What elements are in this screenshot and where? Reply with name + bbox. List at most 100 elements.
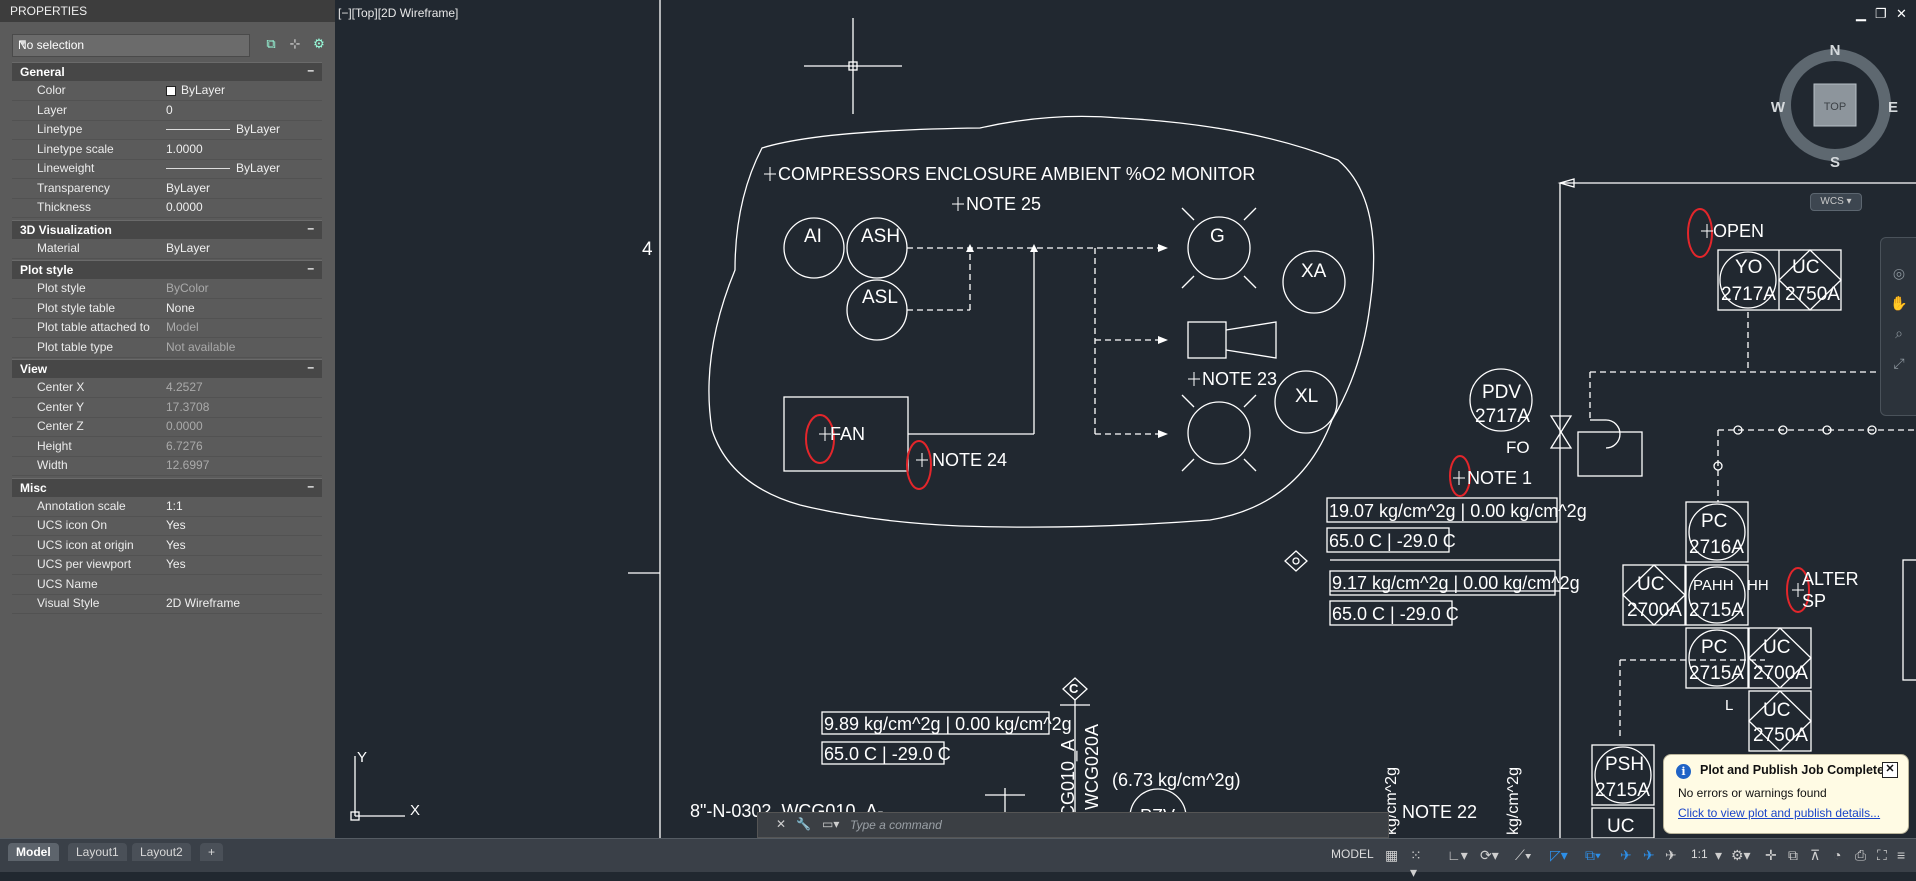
workspace-icon[interactable]: ⚙▾ bbox=[1731, 847, 1751, 863]
section-header-general[interactable]: General– bbox=[12, 62, 322, 81]
polar-icon[interactable]: ⟳▾ bbox=[1480, 847, 1499, 863]
navigation-bar[interactable]: ◎✋⌕⤢ bbox=[1880, 237, 1916, 416]
annotation-scale-value[interactable]: 1:1 bbox=[1691, 847, 1708, 861]
plot-status-icon[interactable]: ⎙ bbox=[1855, 847, 1867, 863]
grid-icon[interactable]: ▦ bbox=[1385, 847, 1399, 863]
section-header-view[interactable]: View– bbox=[12, 359, 322, 378]
property-value[interactable]: 17.3708 bbox=[166, 400, 209, 414]
plus-icon[interactable]: ✛ bbox=[1765, 847, 1777, 863]
minimize-viewport-icon[interactable]: ▁ bbox=[1856, 6, 1866, 21]
section-header-3d-visualization[interactable]: 3D Visualization– bbox=[12, 219, 322, 239]
model-space-toggle[interactable]: MODEL bbox=[1331, 847, 1374, 861]
wcs-menu[interactable]: WCS ▾ bbox=[1810, 193, 1862, 211]
property-value[interactable]: None bbox=[166, 301, 195, 315]
selection-dropdown[interactable]: No selection ▼ bbox=[12, 34, 250, 57]
customize-command-icon[interactable]: 🔧 bbox=[796, 817, 811, 831]
restore-viewport-icon[interactable]: ❐ bbox=[1875, 6, 1887, 21]
transparency-icon[interactable]: ⧉▾ bbox=[1585, 847, 1601, 863]
select-objects-icon[interactable]: ⊹ bbox=[289, 36, 301, 51]
collapse-icon[interactable]: – bbox=[307, 220, 314, 235]
property-value[interactable]: ByLayer bbox=[166, 181, 210, 195]
property-value[interactable]: 6.7276 bbox=[166, 439, 203, 453]
annotation-scale-icon[interactable]: ✈ bbox=[1665, 847, 1677, 863]
property-value[interactable]: ByColor bbox=[166, 281, 209, 295]
collapse-icon[interactable]: – bbox=[307, 478, 314, 493]
section-header-plot-style[interactable]: Plot style– bbox=[12, 260, 322, 279]
nav-tools-icon[interactable]: ◎✋⌕⤢ bbox=[1890, 265, 1908, 371]
property-value[interactable]: 1:1 bbox=[166, 499, 183, 513]
close-command-icon[interactable]: ✕ bbox=[776, 817, 787, 831]
viewcube-face[interactable] bbox=[1813, 83, 1857, 127]
lineweight-icon[interactable]: ◸▾ bbox=[1550, 847, 1568, 863]
section-header-misc[interactable]: Misc– bbox=[12, 477, 322, 497]
collapse-icon[interactable]: – bbox=[307, 63, 314, 77]
clean-screen-icon[interactable]: ⛶ bbox=[1877, 847, 1887, 863]
osnap-icon[interactable]: ⟋▾ bbox=[1515, 847, 1532, 863]
property-value[interactable]: 12.6997 bbox=[166, 458, 209, 472]
property-value[interactable]: ByLayer bbox=[166, 83, 225, 97]
property-value[interactable]: ByLayer bbox=[166, 241, 210, 255]
compass-s[interactable]: S bbox=[1830, 154, 1840, 170]
compass-w[interactable]: W bbox=[1771, 99, 1786, 116]
collapse-icon[interactable]: – bbox=[307, 261, 314, 275]
property-value[interactable]: ByLayer bbox=[166, 161, 280, 175]
property-value[interactable]: 0.0000 bbox=[166, 200, 203, 214]
tab-layout2[interactable]: Layout2 bbox=[132, 843, 191, 861]
add-layout-button[interactable]: + bbox=[200, 843, 224, 861]
ortho-icon[interactable]: ∟▾ bbox=[1447, 847, 1468, 863]
close-viewport-icon[interactable]: ✕ bbox=[1896, 6, 1907, 21]
graphics-performance-icon[interactable]: ◔ bbox=[1833, 847, 1842, 863]
property-value[interactable]: 1.0000 bbox=[166, 142, 203, 156]
property-value[interactable]: 0 bbox=[166, 103, 173, 117]
property-value[interactable]: Yes bbox=[166, 518, 186, 532]
drawing-canvas[interactable]: COMPRESSORS ENCLOSURE AMBIENT %O2 MONITO… bbox=[0, 0, 1916, 838]
command-input[interactable]: Type a command bbox=[850, 818, 942, 832]
balloon-details-link[interactable]: Click to view plot and publish details..… bbox=[1678, 806, 1881, 820]
viewcube-ring[interactable] bbox=[1779, 49, 1891, 161]
viewport-control[interactable]: [−][Top][2D Wireframe] bbox=[338, 6, 459, 20]
property-value[interactable]: 0.0000 bbox=[166, 419, 203, 433]
toggle-pickadd-icon[interactable]: ⧉ bbox=[266, 36, 276, 51]
quick-properties-icon[interactable]: ⊼ bbox=[1810, 847, 1821, 863]
isolate-icon[interactable]: ⧉ bbox=[1788, 847, 1798, 863]
command-prompt-icon[interactable]: ▭▾ bbox=[822, 817, 840, 831]
viewcube[interactable]: TOP N S E W bbox=[1770, 40, 1900, 170]
snap-icon[interactable]: ⁙▾ bbox=[1410, 847, 1422, 880]
property-value[interactable]: 2D Wireframe bbox=[166, 596, 240, 610]
tab-layout1[interactable]: Layout1 bbox=[68, 843, 127, 861]
property-value[interactable]: Yes bbox=[166, 538, 186, 552]
compass-e[interactable]: E bbox=[1888, 99, 1898, 116]
compass-n[interactable]: N bbox=[1830, 42, 1841, 59]
property-row[interactable]: UCS Name bbox=[12, 575, 322, 595]
collapse-icon[interactable]: – bbox=[307, 360, 314, 374]
notification-balloon[interactable]: i Plot and Publish Job Complete ✕ No err… bbox=[1663, 754, 1909, 834]
property-value[interactable]: Yes bbox=[166, 557, 186, 571]
quick-select-icon[interactable]: ⚙ bbox=[313, 36, 325, 51]
autoscale-icon[interactable]: ✈ bbox=[1643, 847, 1655, 863]
customize-icon[interactable]: ≡ bbox=[1897, 847, 1906, 863]
annotation-visibility-icon[interactable]: ✈ bbox=[1620, 847, 1632, 863]
command-line[interactable]: ✕ 🔧 ▭▾ Type a command bbox=[757, 812, 1389, 838]
property-value[interactable]: Model bbox=[166, 320, 199, 334]
property-value[interactable]: 4.2527 bbox=[166, 380, 203, 394]
